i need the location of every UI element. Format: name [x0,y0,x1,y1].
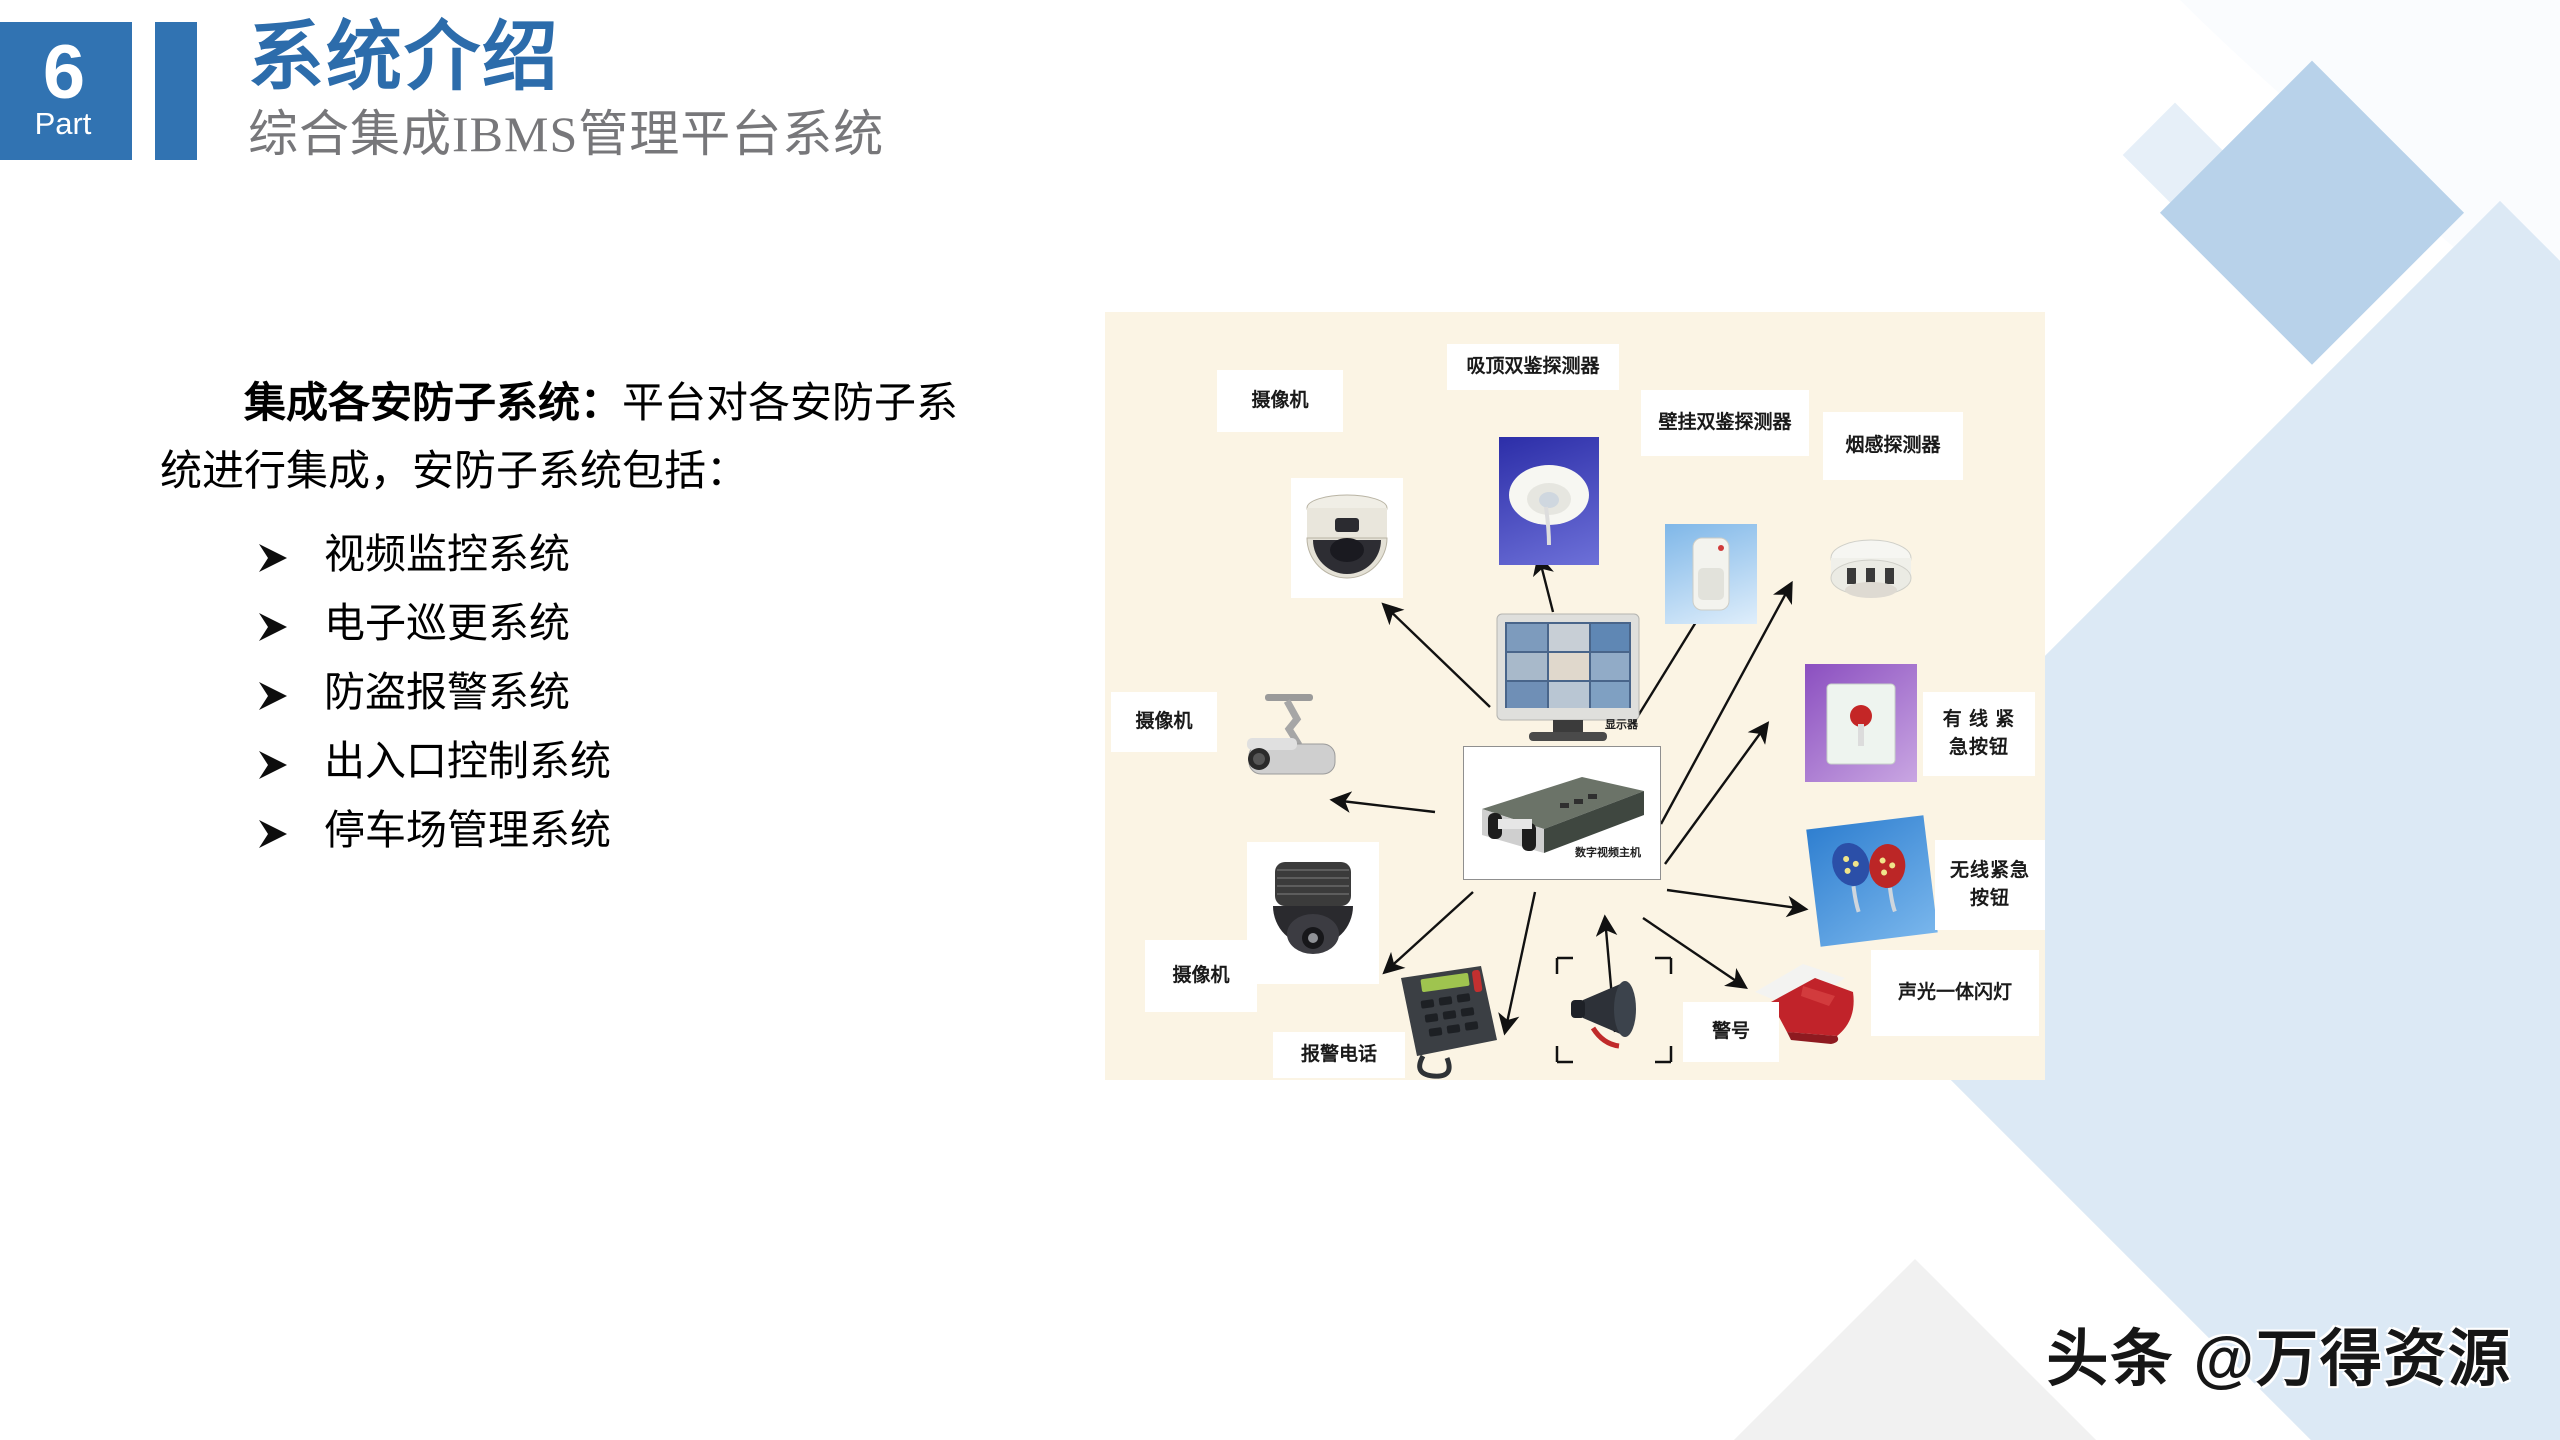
list-item[interactable]: 电子巡更系统 [160,589,960,658]
part-number: 6 [42,29,85,115]
diagram-label-ceiling-detector: 吸顶双鉴探测器 [1447,344,1619,390]
label-text: 警号 [1711,1021,1750,1043]
lead-paragraph: 集成各安防子系统：平台对各安防子系统进行集成，安防子系统包括： [160,370,960,506]
dvr-caption: 数字视频主机 [1575,847,1641,859]
arrow-bullet-icon [256,679,290,713]
label-text: 声光一体闪灯 [1897,982,2012,1004]
device-smoke-detector [1817,524,1925,624]
arrow-bullet-icon [256,817,290,851]
device-wall-detector [1665,524,1757,624]
label-text: 壁挂双鉴探测器 [1658,412,1792,434]
label-text: 有 线 紧 急按钮 [1942,709,2016,758]
monitor-caption: 显示器 [1605,719,1638,731]
device-ceiling-detector [1499,437,1599,565]
page-subtitle: 综合集成IBMS管理平台系统 [248,106,885,162]
center-dvr-label: 数字视频主机 [1575,844,1641,860]
slide-header: 6 Part 系统介绍 综合集成IBMS管理平台系统 [0,0,2560,230]
list-item[interactable]: 防盗报警系统 [160,658,960,727]
lead-paragraph-rest: 平台对各安防子系统进行集成，安防子系统包括： [160,381,959,496]
list-item[interactable]: 出入口控制系统 [160,727,960,796]
diagram-label-alarm-phone: 报警电话 [1273,1032,1405,1078]
label-text: 摄像机 [1251,390,1309,412]
security-topology-diagram: 显示器 数字视频主机 [1105,312,2045,1080]
part-badge: 6 Part [0,22,132,160]
content-column: 集成各安防子系统：平台对各安防子系统进行集成，安防子系统包括： 视频监控系统 电… [160,370,960,865]
diagram-label-wall-detector: 壁挂双鉴探测器 [1641,390,1809,456]
device-camera-dome-top [1291,478,1403,598]
diagram-label-camera-dome-low: 摄像机 [1145,940,1257,1012]
diagram-label-siren: 警号 [1683,1002,1779,1062]
diagram-label-camera-dome-top: 摄像机 [1217,370,1343,432]
device-camera-bullet [1225,690,1355,810]
diagram-label-wired-button: 有 线 紧 急按钮 [1923,692,2035,776]
arrow-bullet-icon [256,748,290,782]
device-siren [1553,954,1675,1066]
label-text: 报警电话 [1300,1044,1377,1066]
device-center-monitor [1495,612,1641,744]
arrow-bullet-icon [256,541,290,575]
part-word: Part [34,105,92,141]
label-text: 摄像机 [1135,711,1193,733]
list-item-label: 防盗报警系统 [324,669,570,716]
device-wired-button [1805,664,1917,782]
diagram-label-strobe-siren: 声光一体闪灯 [1871,950,2039,1036]
device-wireless-button [1806,815,1938,947]
watermark: 头条 @万得资源 [2046,1325,2512,1394]
device-alarm-phone [1377,952,1523,1080]
device-strobe-siren [1745,944,1871,1056]
list-item[interactable]: 视频监控系统 [160,520,960,589]
device-camera-dome-low [1247,842,1379,984]
subsystem-list: 视频监控系统 电子巡更系统 防盗报警系统 出入口控制系统 停车场管理系统 [160,520,960,865]
list-item-label: 出入口控制系统 [324,738,611,785]
lead-paragraph-bold: 集成各安防子系统： [244,381,623,427]
list-item[interactable]: 停车场管理系统 [160,796,960,865]
label-text: 烟感探测器 [1845,435,1941,457]
label-text: 无线紧急 按钮 [1949,860,2030,909]
label-text: 吸顶双鉴探测器 [1466,356,1600,378]
center-monitor-label: 显示器 [1605,716,1638,732]
list-item-label: 电子巡更系统 [324,600,570,647]
diagram-label-camera-bullet: 摄像机 [1111,692,1217,752]
diagram-arrows [1329,553,1809,1036]
title-accent-bar [155,22,197,160]
list-item-label: 停车场管理系统 [324,807,611,854]
list-item-label: 视频监控系统 [324,531,570,578]
title-block: 系统介绍 综合集成IBMS管理平台系统 [248,20,884,161]
device-center-dvr [1463,746,1661,880]
label-text: 摄像机 [1172,965,1230,987]
diagram-label-smoke-detector: 烟感探测器 [1823,412,1963,480]
page-title: 系统介绍 [248,16,560,100]
diagram-label-wireless-button: 无线紧急 按钮 [1935,840,2045,930]
arrow-bullet-icon [256,610,290,644]
